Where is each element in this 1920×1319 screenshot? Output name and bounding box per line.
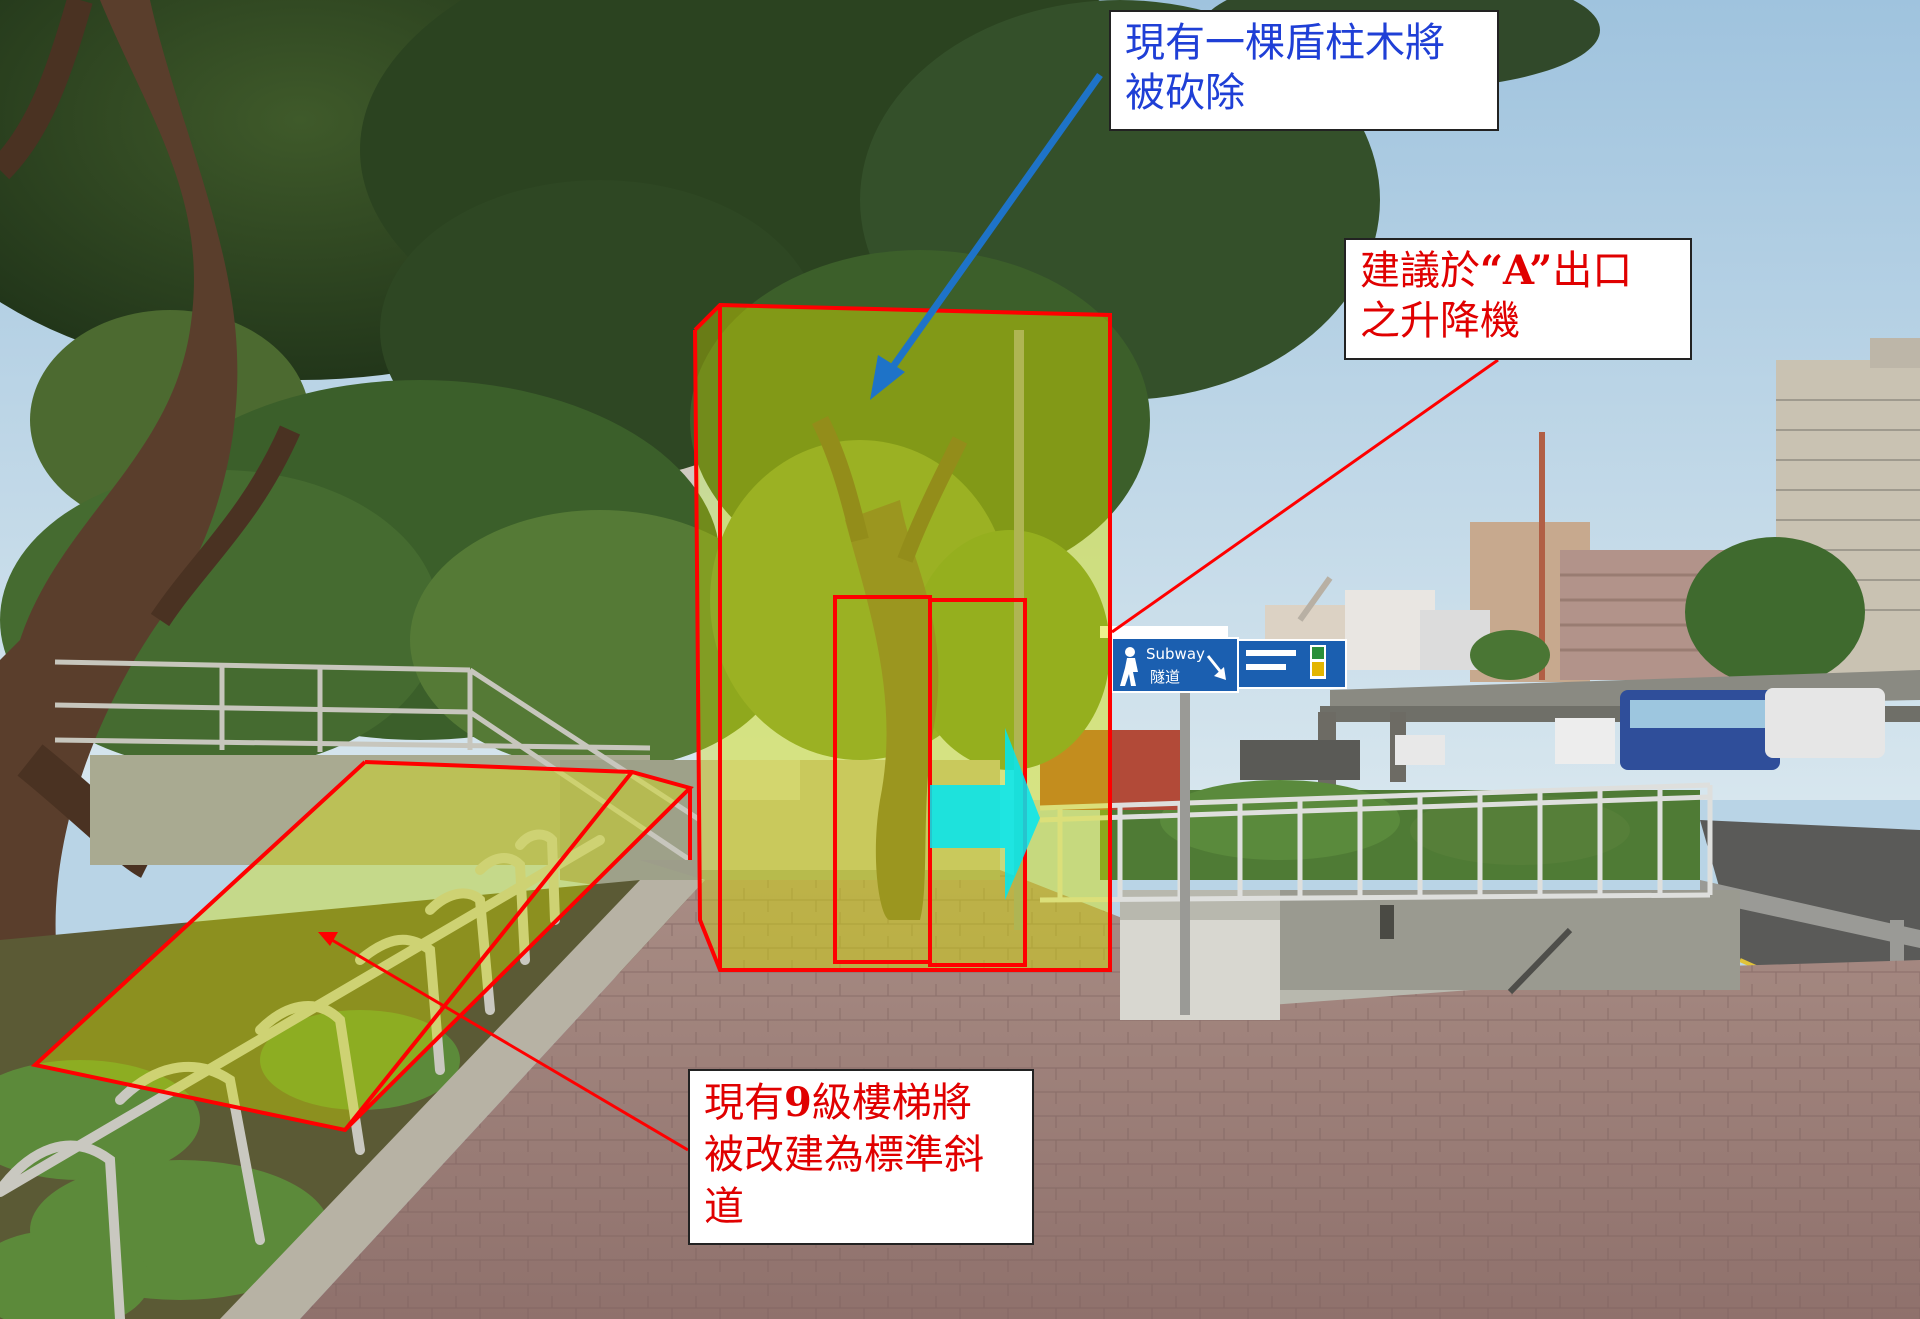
tree-far-right xyxy=(1685,537,1865,687)
callout-stairs-line3: 道 xyxy=(704,1184,744,1230)
arrow-right-icon xyxy=(930,728,1040,900)
arrow-down-right-icon xyxy=(1206,655,1226,680)
tree-leader-arrow xyxy=(870,72,1103,400)
subway-entrance xyxy=(1120,890,1740,1020)
callout-tree-removal: 現有一棵盾柱木將 被砍除 xyxy=(1109,10,1499,131)
stairs-leader-arrow xyxy=(318,932,689,1152)
tree-trunk-centre xyxy=(845,500,939,920)
callout-lift-line2: 之升降機 xyxy=(1360,298,1520,344)
upper-railing xyxy=(54,659,702,863)
subway-railing xyxy=(1039,782,1713,903)
callout-lift-line1: 建議於“A”出口 xyxy=(1360,247,1633,294)
callout-tree-line1: 現有一棵盾柱木將 xyxy=(1125,20,1445,66)
proposed-lift-overlay xyxy=(693,302,1112,972)
callout-stairs-to-ramp: 現有9級樓梯將 被改建為標準斜 道 xyxy=(688,1069,1034,1245)
lamp-post xyxy=(1014,330,1024,930)
guard-rail xyxy=(0,829,605,1319)
subway-sign-en: Subway xyxy=(1146,645,1205,663)
subway-sign-zh: 隧道 xyxy=(1150,668,1180,686)
callout-stairs-line2: 被改建為標準斜 xyxy=(704,1132,984,1178)
road-sign: Subway 隧道 xyxy=(1100,626,1347,1015)
pedestrian-icon xyxy=(1120,647,1138,686)
kerb xyxy=(220,880,705,1319)
callout-proposed-lift: 建議於“A”出口 之升降機 xyxy=(1344,238,1692,360)
lift-leader-line xyxy=(1111,358,1499,634)
proposed-ramp-overlay xyxy=(30,760,694,1133)
callout-stairs-line1: 現有9級樓梯將 xyxy=(704,1079,972,1126)
callout-tree-line2: 被砍除 xyxy=(1125,70,1245,116)
